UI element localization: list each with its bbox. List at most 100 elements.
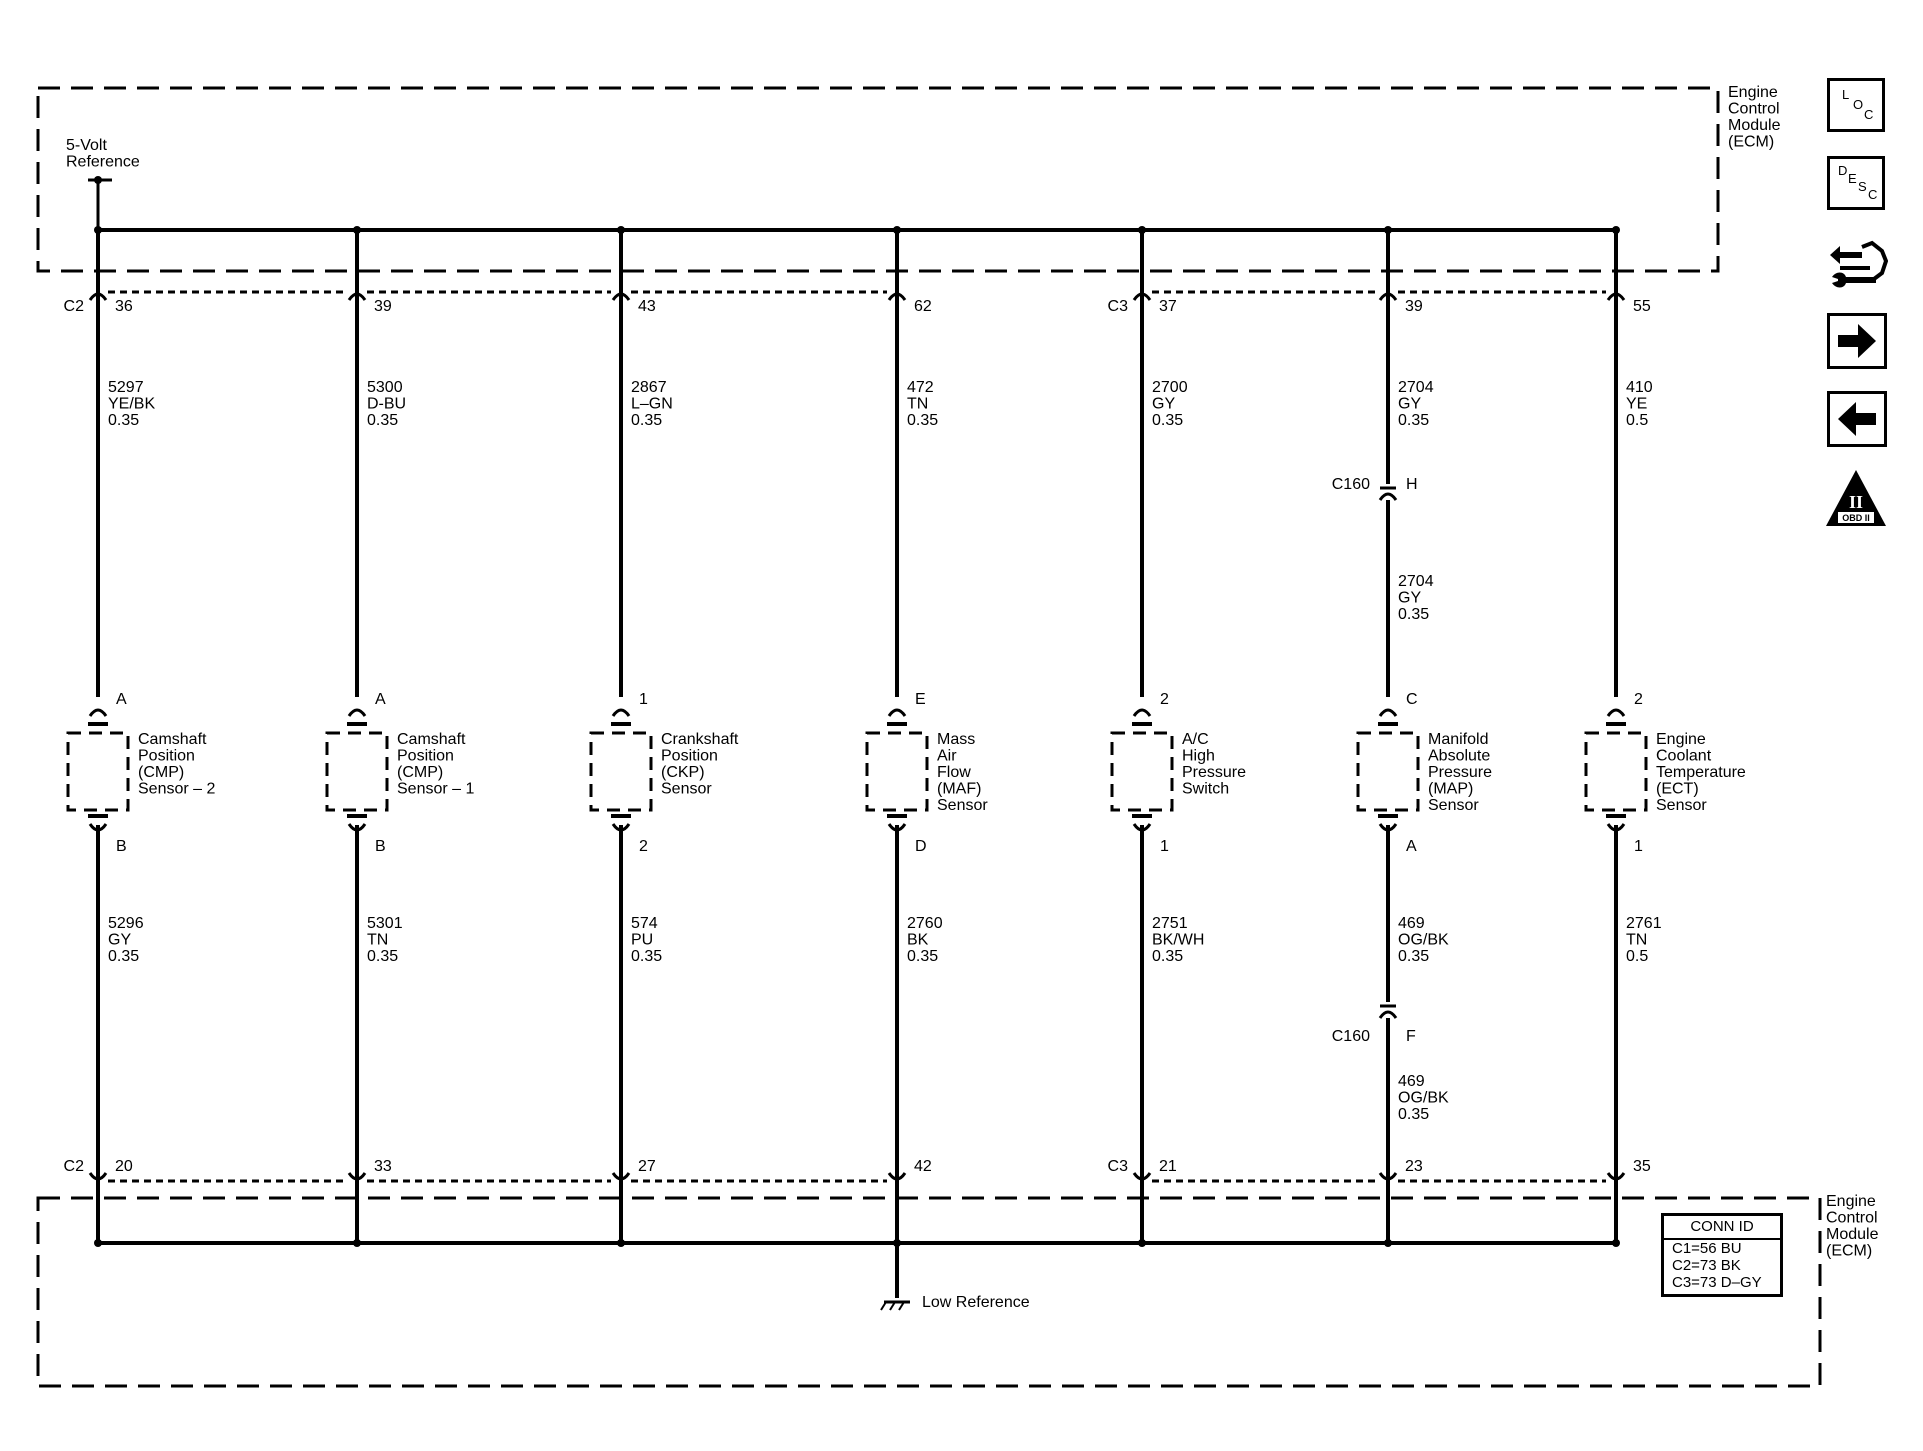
top-wire-label: 410 bbox=[1626, 379, 1653, 396]
conn-id-row: C3=73 D–GY bbox=[1672, 1274, 1762, 1291]
top-wire-label: 0.35 bbox=[1152, 412, 1183, 429]
right-arrow-icon bbox=[1838, 324, 1876, 358]
bottom-wire-label: BK/WH bbox=[1152, 932, 1204, 949]
inline-connector-pin: H bbox=[1406, 476, 1418, 493]
bottom-wire-label: 5301 bbox=[367, 915, 403, 932]
ground-hatch bbox=[880, 1301, 887, 1311]
bottom-connector-pin: 42 bbox=[914, 1158, 932, 1175]
left-arrow-icon bbox=[1838, 402, 1876, 436]
ecm-top-connector bbox=[1132, 292, 1152, 301]
inline-wire-label: 0.35 bbox=[1398, 606, 1429, 623]
top-wire-label: D-BU bbox=[367, 396, 406, 413]
component-pin-bottom: B bbox=[116, 838, 127, 855]
bottom-wire-label: 0.5 bbox=[1626, 948, 1648, 965]
bottom-wire-label: PU bbox=[631, 932, 653, 949]
loc-letter-o: O bbox=[1853, 97, 1864, 112]
top-wire-label: TN bbox=[907, 396, 928, 413]
bottom-connector-pin: 27 bbox=[638, 1158, 656, 1175]
component-top-terminal bbox=[611, 708, 631, 717]
ecm-top-connector bbox=[1606, 292, 1626, 301]
ecm-bottom-label: Module bbox=[1826, 1226, 1879, 1243]
top-connector-pin: 36 bbox=[115, 298, 133, 315]
ecm-bottom-label: Engine bbox=[1826, 1193, 1876, 1210]
conn-id-title: CONN ID bbox=[1664, 1216, 1780, 1240]
component-label: Flow bbox=[937, 764, 971, 781]
top-wire-label: 5297 bbox=[108, 379, 144, 396]
bottom-wire-label: 2751 bbox=[1152, 915, 1188, 932]
top-connector-pin: 39 bbox=[1405, 298, 1423, 315]
next-page-icon[interactable] bbox=[1827, 313, 1887, 369]
bottom-wire-label: GY bbox=[108, 932, 131, 949]
bottom-connector-pin: 23 bbox=[1405, 1158, 1423, 1175]
ecm-bottom-connector bbox=[88, 1172, 108, 1181]
inline-connector bbox=[1378, 492, 1398, 501]
component-label: (CKP) bbox=[661, 764, 705, 781]
component-label: Pressure bbox=[1428, 764, 1492, 781]
component-bottom-terminal bbox=[1132, 823, 1152, 832]
component-body bbox=[325, 731, 389, 812]
component-label: Position bbox=[661, 748, 718, 765]
obd-ii-sub-label: OBD II bbox=[1842, 513, 1870, 523]
bottom-wire-label: 0.35 bbox=[367, 948, 398, 965]
top-connector-id: C3 bbox=[1108, 298, 1129, 315]
component-body bbox=[1110, 731, 1174, 812]
previous-page-icon[interactable] bbox=[1827, 391, 1887, 447]
ecm-top-boundary bbox=[36, 86, 1720, 273]
inline-wire-label: OG/BK bbox=[1398, 1090, 1449, 1107]
bottom-wire-label: 0.35 bbox=[1152, 948, 1183, 965]
ecm-top-label: Module bbox=[1728, 117, 1781, 134]
top-connector-pin: 37 bbox=[1159, 298, 1177, 315]
component-label: Sensor – 2 bbox=[138, 781, 215, 798]
ecm-bottom-connector bbox=[1378, 1172, 1398, 1181]
component-label: Position bbox=[138, 748, 195, 765]
bottom-connector-id: C2 bbox=[64, 1158, 85, 1175]
top-wire-label: GY bbox=[1398, 396, 1421, 413]
ecm-bottom-connector bbox=[611, 1172, 631, 1181]
schematic-navigation-icon[interactable] bbox=[1826, 233, 1889, 295]
inline-wire-label: 469 bbox=[1398, 1073, 1425, 1090]
top-wire-label: 472 bbox=[907, 379, 934, 396]
desc-letter-s: S bbox=[1858, 179, 1867, 194]
bottom-connector-pin: 21 bbox=[1159, 1158, 1177, 1175]
component-pin-top: C bbox=[1406, 691, 1418, 708]
component-label: Absolute bbox=[1428, 748, 1490, 765]
bottom-wire-label: 574 bbox=[631, 915, 658, 932]
component-label: Mass bbox=[937, 731, 975, 748]
description-icon[interactable]: D E S C bbox=[1827, 156, 1885, 210]
ecm-bottom-connector bbox=[347, 1172, 367, 1181]
component-top-terminal bbox=[88, 708, 108, 717]
component-label: Sensor bbox=[1656, 797, 1707, 814]
obd-ii-main-label: II bbox=[1849, 492, 1863, 512]
ecm-top-label: (ECM) bbox=[1728, 134, 1774, 151]
inline-wire-label: 0.35 bbox=[1398, 1106, 1429, 1123]
top-wire-label: 0.35 bbox=[631, 412, 662, 429]
inline-wire-label: 2704 bbox=[1398, 573, 1434, 590]
component-pin-bottom: D bbox=[915, 838, 927, 855]
component-label: High bbox=[1182, 748, 1215, 765]
component-label: Camshaft bbox=[397, 731, 466, 748]
component-pin-top: E bbox=[915, 691, 926, 708]
component-pin-bottom: 2 bbox=[639, 838, 648, 855]
component-bottom-terminal bbox=[611, 823, 631, 832]
bottom-wire-label: 2760 bbox=[907, 915, 943, 932]
loc-letter-l: L bbox=[1842, 87, 1850, 102]
component-body bbox=[1356, 731, 1420, 812]
component-label: (ECT) bbox=[1656, 781, 1699, 798]
bottom-wire-label: BK bbox=[907, 932, 929, 949]
obd-ii-icon[interactable]: II OBD II bbox=[1824, 468, 1888, 528]
top-wire-label: 0.35 bbox=[108, 412, 139, 429]
ground-hatch bbox=[889, 1301, 896, 1311]
ecm-bottom-label: (ECM) bbox=[1826, 1243, 1872, 1260]
component-label: Engine bbox=[1656, 731, 1706, 748]
bottom-wire-label: 0.35 bbox=[1398, 948, 1429, 965]
component-body bbox=[589, 731, 653, 812]
location-icon[interactable]: L O C bbox=[1827, 78, 1885, 132]
desc-letter-d: D bbox=[1838, 163, 1848, 178]
top-connector-id: C2 bbox=[64, 298, 85, 315]
component-label: Crankshaft bbox=[661, 731, 739, 748]
component-top-terminal bbox=[1132, 708, 1152, 717]
top-wire-label: 2867 bbox=[631, 379, 667, 396]
top-wire-label: 0.5 bbox=[1626, 412, 1648, 429]
bottom-wire-label: 0.35 bbox=[907, 948, 938, 965]
low-reference-label: Low Reference bbox=[922, 1294, 1030, 1311]
